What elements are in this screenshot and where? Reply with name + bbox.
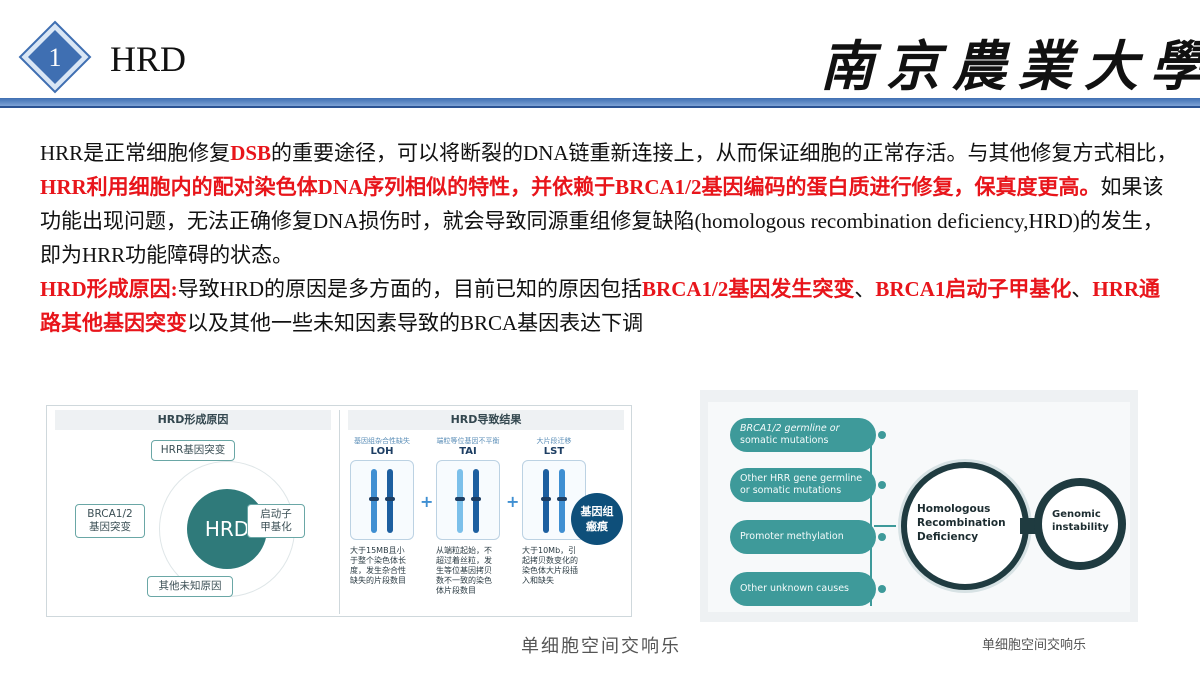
centromere [455, 497, 465, 501]
lst-note: 大于10Mb，引起拷贝数变化的染色体大片段插入和缺失 [522, 546, 578, 585]
connector-dot [878, 585, 886, 593]
lst-label: LST [543, 446, 565, 457]
paragraph-hrr: HRR是正常细胞修复DSB的重要途径，可以将断裂的DNA链重新连接上，从而保证细… [40, 141, 1178, 267]
centromere [385, 497, 395, 501]
tai-card [436, 460, 500, 540]
loh-note: 大于15MB且小于整个染色体长度，发生杂合性缺失的片段数目 [350, 546, 406, 585]
loh-subtitle: 基因组杂合性缺失 [354, 437, 410, 445]
results-header: HRD导致结果 [348, 410, 624, 430]
figure-canvas: BRCA1/2 germline or somatic mutations Ot… [708, 402, 1130, 612]
connector-dot [878, 431, 886, 439]
slide-title: HRD [110, 39, 187, 79]
cause-other-hrr: Other HRR gene germline or somatic mutat… [730, 468, 876, 502]
connector-dot [878, 481, 886, 489]
lst-subtitle: 大片段迁移 [536, 437, 572, 445]
cause-brca: BRCA1/2 基因突变 [75, 504, 145, 538]
hrd-circle: Homologous Recombination Deficiency [901, 462, 1029, 590]
centromere [557, 497, 567, 501]
university-logo: 南京農業大學 [820, 34, 1200, 98]
cause-hrr-gene: HRR基因突变 [151, 440, 235, 461]
cause-promoter: 启动子 甲基化 [247, 504, 305, 538]
cause-other-unknown: Other unknown causes [730, 572, 876, 606]
hrd-genomic-instability-figure: BRCA1/2 germline or somatic mutations Ot… [700, 390, 1138, 622]
hrd-causes-results-figure: HRD形成原因 HRD HRR基因突变 BRCA1/2 基因突变 启动子 甲基化… [46, 405, 632, 617]
causes-header: HRD形成原因 [55, 410, 331, 430]
loh-card [350, 460, 414, 540]
figure-caption-left: 单细胞空间交响乐 [521, 636, 681, 657]
connector-dot [878, 533, 886, 541]
cause-brca-mutations: BRCA1/2 germline or somatic mutations [730, 418, 876, 452]
cause-promoter-methylation: Promoter methylation [730, 520, 876, 554]
figure-caption-right: 单细胞空间交响乐 [982, 638, 1087, 653]
genomic-scar-circle: 基因组 瘢痕 [571, 493, 623, 545]
panel-divider [339, 410, 340, 614]
centromere [471, 497, 481, 501]
chromosome [543, 469, 549, 533]
plus-sign: + [506, 492, 520, 511]
paragraph-hrd-causes: HRD形成原因:导致HRD的原因是多方面的，目前已知的原因包括BRCA1/2基因… [40, 277, 1161, 335]
centromere [369, 497, 379, 501]
tai-note: 从端粒起始，不超过着丝粒，发生等位基因拷贝数不一致的染色体片段数目 [436, 546, 492, 595]
tai-subtitle: 端粒等位基因不平衡 [436, 437, 500, 445]
centromere [541, 497, 551, 501]
cause-unknown: 其他未知原因 [147, 576, 233, 597]
tai-label: TAI [459, 446, 477, 457]
body-text: HRR是正常细胞修复DSB的重要途径，可以将断裂的DNA链重新连接上，从而保证细… [40, 136, 1180, 340]
loh-label: LOH [370, 446, 394, 457]
chromosome [387, 469, 393, 533]
hrd-connector [874, 525, 896, 527]
genomic-instability-circle: Genomic instability [1034, 478, 1126, 570]
section-number-badge: 1 [18, 20, 92, 94]
header-divider [0, 98, 1200, 108]
plus-sign: + [420, 492, 434, 511]
chromosome [371, 469, 377, 533]
causes-panel: HRD形成原因 HRD HRR基因突变 BRCA1/2 基因突变 启动子 甲基化… [47, 406, 339, 616]
chromosome [559, 469, 565, 533]
chromosome [457, 469, 463, 533]
section-number: 1 [49, 43, 62, 72]
hrd-core-circle: HRD [187, 489, 267, 569]
chromosome [473, 469, 479, 533]
